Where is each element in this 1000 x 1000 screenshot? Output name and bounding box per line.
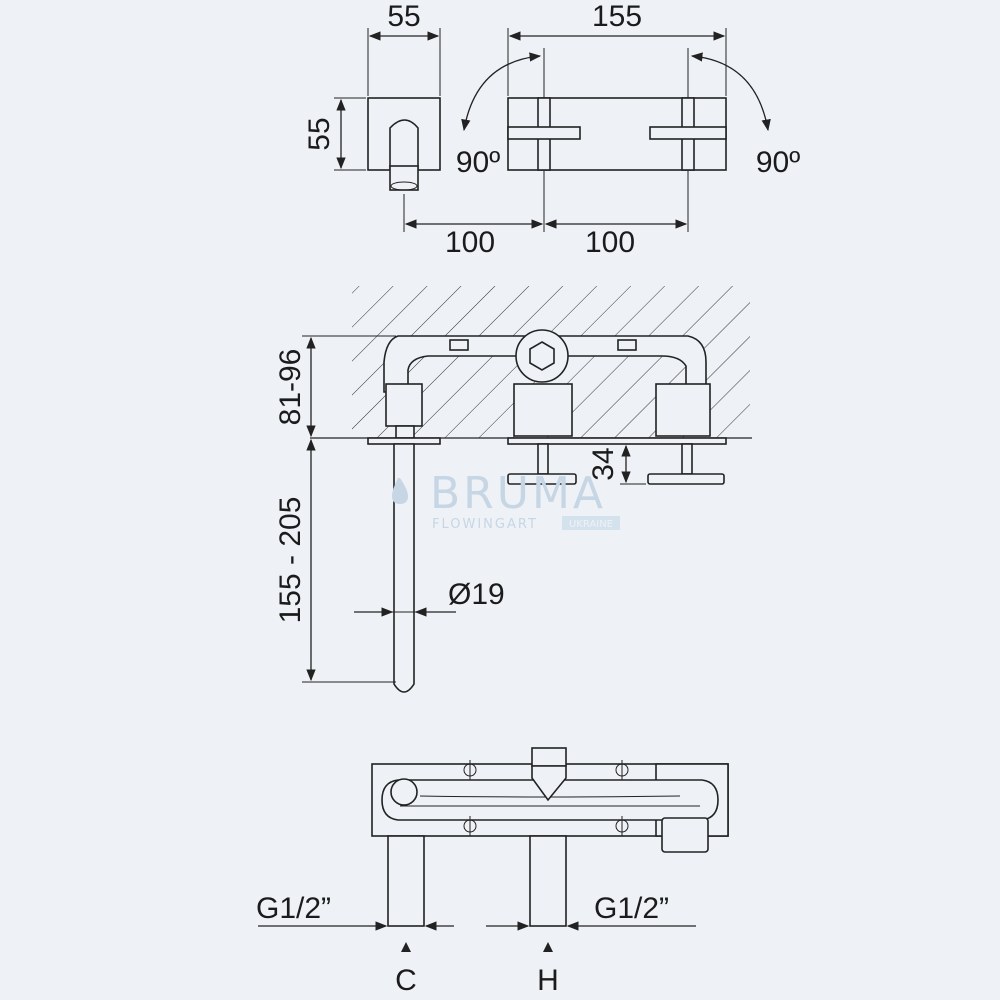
dim-thread-right: G1/2” [594,892,669,925]
spout [393,443,415,693]
cartridge-right [655,383,711,437]
spout-outlet [389,165,419,191]
handle-stems [507,443,725,485]
spout-plate [367,437,441,445]
dim-spacing-right: 100 [585,226,635,259]
dim-thread-left: G1/2” [256,892,331,925]
dim-spout-diameter: Ø19 [448,578,505,611]
spout-top [389,119,419,170]
dim-rotation-left: 90º [456,146,500,179]
center-tee [531,747,567,767]
dim-handle-span: 155 [592,0,642,33]
watermark-tagline: FLOWINGART [432,517,538,532]
dim-spacing-left: 100 [445,226,495,259]
hot-arrow-icon [543,942,553,952]
dim-wall-depth: 81-96 [274,349,307,426]
label-cold: C [395,964,417,997]
watermark-brand: BRUMA [430,468,606,519]
watermark-region: UKRAINE [569,519,613,530]
dim-height: 55 [303,117,336,150]
inlet-cold [387,835,425,927]
label-hot: H [537,964,559,997]
drop-icon [392,478,408,504]
dim-rotation-right: 90º [756,146,800,179]
watermark-region-badge [562,516,620,530]
cartridge-left [513,383,573,437]
spout-mount [385,383,423,427]
cold-arrow-icon [401,942,411,952]
valve-plate [507,437,727,445]
bottom-view: G1/2” G1/2” C H [256,747,729,997]
side-view: 81-96 155 - 205 Ø19 34 [274,286,752,693]
top-view: 55 55 155 90º 90º [303,0,800,259]
brand-watermark: BRUMA FLOWINGART UKRAINE [392,468,620,532]
inlet-hot [529,835,567,927]
dim-spout-length: 155 - 205 [274,497,307,624]
mount-holes [463,760,629,836]
outlet-stub [661,817,709,853]
dim-depth: 55 [387,0,420,33]
dim-handle-projection: 34 [587,447,620,480]
